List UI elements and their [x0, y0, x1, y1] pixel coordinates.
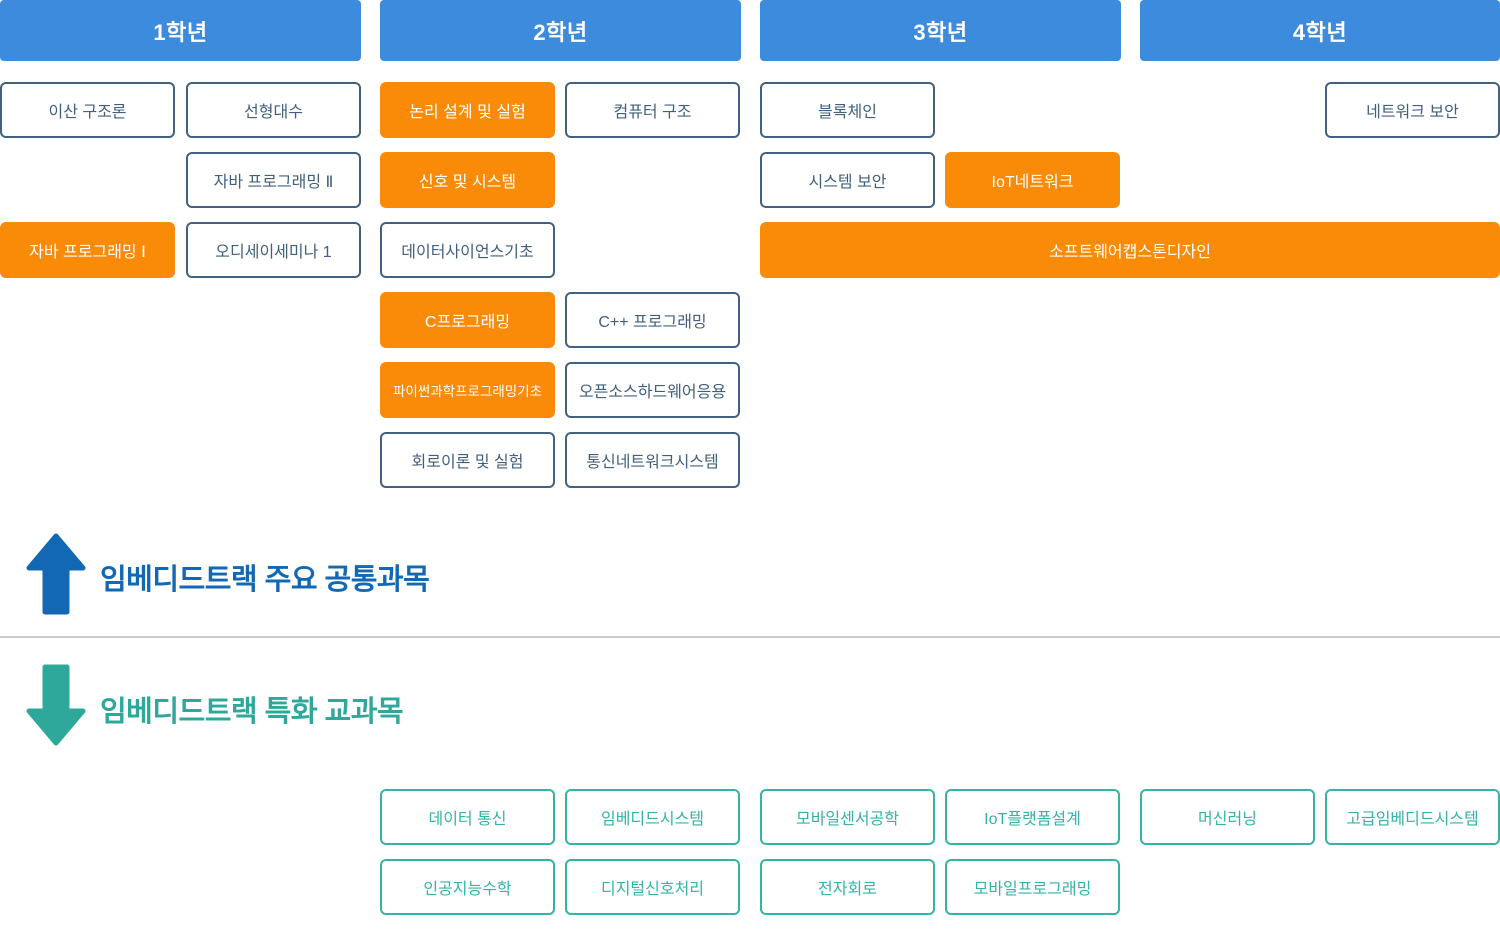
course-box: 회로이론 및 실험	[380, 432, 555, 488]
special-course-box: 임베디드시스템	[565, 789, 740, 845]
year-header-2: 2학년	[380, 0, 741, 61]
course-box-highlighted: 파이썬과학프로그래밍기초	[380, 362, 555, 418]
special-course-box: 모바일프로그래밍	[945, 859, 1120, 915]
course-box-highlighted: 논리 설계 및 실험	[380, 82, 555, 138]
course-box-highlighted-wide: 소프트웨어캡스톤디자인	[760, 222, 1500, 278]
course-box: 이산 구조론	[0, 82, 175, 138]
course-box: C++ 프로그래밍	[565, 292, 740, 348]
course-box-highlighted: 자바 프로그래밍 Ⅰ	[0, 222, 175, 278]
special-course-box: 모바일센서공학	[760, 789, 935, 845]
course-box: 오디세이세미나 1	[186, 222, 361, 278]
course-box: 선형대수	[186, 82, 361, 138]
course-box: 네트워크 보안	[1325, 82, 1500, 138]
course-box: 시스템 보안	[760, 152, 935, 208]
special-course-box: 데이터 통신	[380, 789, 555, 845]
course-box: 자바 프로그래밍 Ⅱ	[186, 152, 361, 208]
course-box: 데이터사이언스기초	[380, 222, 555, 278]
course-box: 컴퓨터 구조	[565, 82, 740, 138]
year-header-3: 3학년	[760, 0, 1121, 61]
legend-special-label: 임베디드트랙 특화 교과목	[100, 696, 404, 728]
legend-common-label: 임베디드트랙 주요 공통과목	[100, 564, 430, 596]
arrow-up-icon	[26, 533, 86, 615]
course-box-highlighted: C프로그래밍	[380, 292, 555, 348]
course-box-highlighted: 신호 및 시스템	[380, 152, 555, 208]
course-box: 오픈소스하드웨어응용	[565, 362, 740, 418]
special-course-box: 전자회로	[760, 859, 935, 915]
special-course-box: IoT플랫폼설계	[945, 789, 1120, 845]
special-course-box: 머신러닝	[1140, 789, 1315, 845]
arrow-down-icon	[26, 664, 86, 746]
course-box: 블록체인	[760, 82, 935, 138]
section-divider	[0, 636, 1500, 638]
course-box: 통신네트워크시스템	[565, 432, 740, 488]
course-box-highlighted: IoT네트워크	[945, 152, 1120, 208]
special-course-box: 인공지능수학	[380, 859, 555, 915]
special-course-box: 디지털신호처리	[565, 859, 740, 915]
year-header-4: 4학년	[1140, 0, 1500, 61]
special-course-box: 고급임베디드시스템	[1325, 789, 1500, 845]
year-header-1: 1학년	[0, 0, 361, 61]
